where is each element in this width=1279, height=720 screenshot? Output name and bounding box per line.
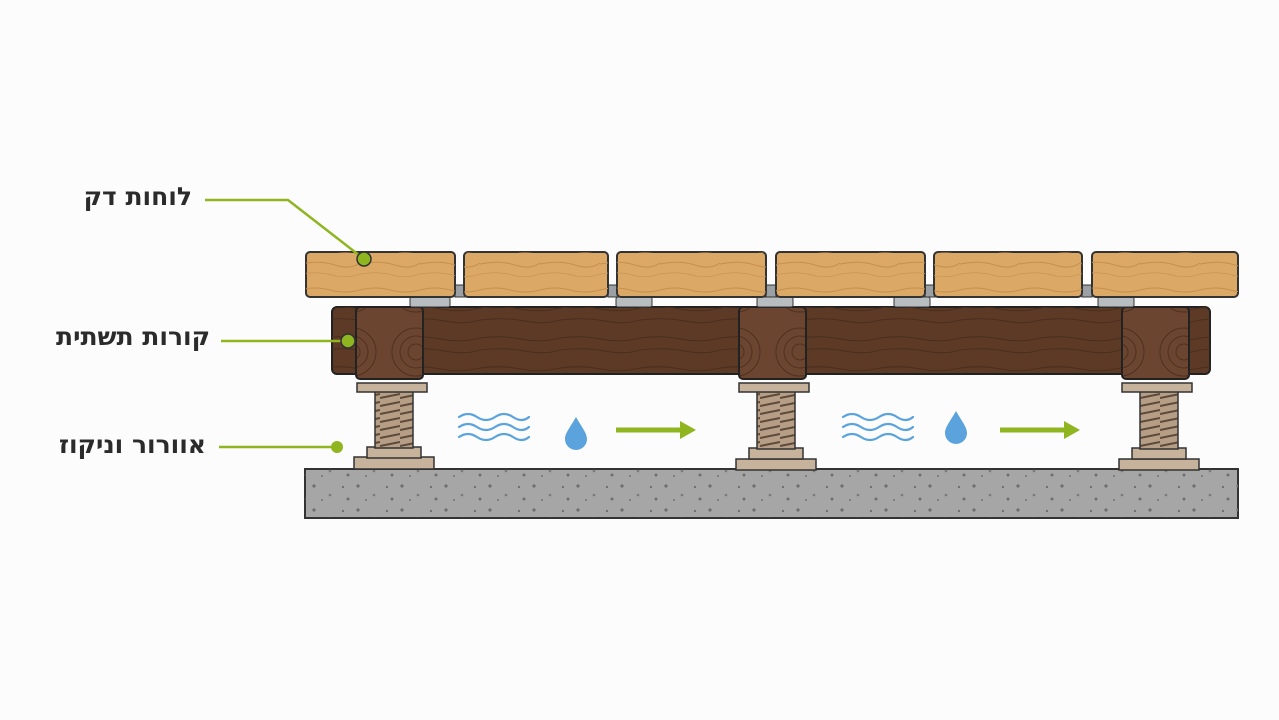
label-ventilation-drainage: אוורור וניקוז — [58, 430, 206, 459]
label-joists: קורות תשתית — [56, 322, 210, 351]
pedestal-middle — [735, 382, 817, 471]
pedestal-right — [1118, 382, 1200, 471]
arrow-right-icon — [1000, 421, 1080, 439]
leader-line-joists — [221, 333, 356, 349]
pedestal-left — [353, 382, 435, 470]
deck-board — [616, 251, 767, 298]
deck-board — [305, 251, 456, 298]
deck-clips — [409, 284, 1135, 308]
deck-boards — [305, 251, 1239, 298]
deck-board — [775, 251, 926, 298]
wavy-lines-icon — [841, 412, 915, 442]
water-drop-icon — [945, 411, 967, 444]
deck-board — [1091, 251, 1239, 298]
joist-beam — [331, 306, 1211, 380]
leader-line-deck-boards — [205, 198, 372, 267]
label-deck-boards: לוחות דק — [83, 182, 192, 211]
deck-board — [933, 251, 1083, 298]
arrow-right-icon — [616, 421, 696, 439]
concrete-slab — [304, 468, 1239, 519]
leader-line-ventilation — [219, 441, 343, 453]
wavy-lines-icon — [457, 412, 531, 442]
deck-board — [463, 251, 609, 298]
water-drop-icon — [565, 417, 587, 450]
